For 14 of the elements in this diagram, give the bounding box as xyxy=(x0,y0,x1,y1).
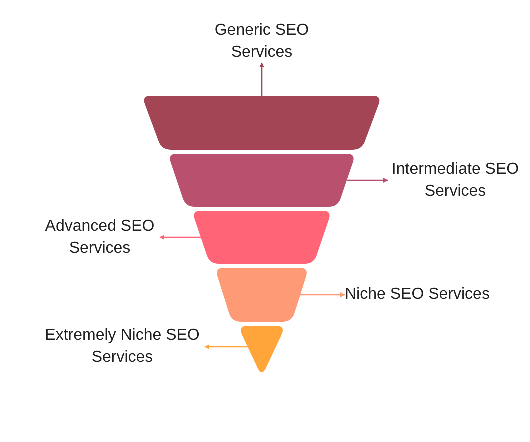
callout-label: Extremely Niche SEO Services xyxy=(40,325,205,368)
callout-label: Niche SEO Services xyxy=(345,284,490,306)
leader-line xyxy=(160,235,201,240)
leader-line xyxy=(300,292,346,298)
funnel-layer xyxy=(215,268,309,322)
callout-label: Intermediate SEO Services xyxy=(388,159,523,202)
callout-label: Advanced SEO Services xyxy=(40,216,160,260)
leader-line xyxy=(260,62,264,96)
funnel-layer xyxy=(142,96,382,150)
leader-line xyxy=(204,344,248,350)
leader-line xyxy=(347,178,388,183)
callout-label: Generic SEO Services xyxy=(197,20,327,64)
funnel-layer xyxy=(192,211,332,264)
funnel-layer xyxy=(168,154,356,207)
